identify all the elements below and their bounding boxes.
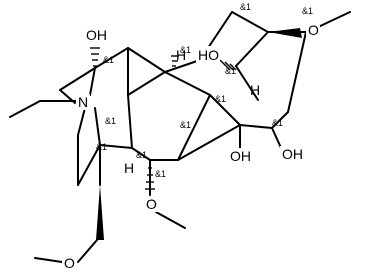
atom-label-oh: OH	[230, 148, 251, 164]
stereo-label: &1	[240, 2, 251, 12]
atom-label-o: O	[308, 22, 319, 38]
stereo-hashes	[90, 47, 237, 190]
atom-labels: OH HO H H N OH OH H O O O	[62, 22, 320, 271]
stereo-label: &1	[105, 116, 116, 126]
stereo-label: &1	[302, 6, 313, 16]
atom-label-n: N	[78, 94, 88, 110]
atom-label-o: O	[64, 255, 75, 271]
atom-label-ho: HO	[198, 47, 219, 63]
atom-label-oh: OH	[86, 27, 107, 43]
stereo-wedges	[96, 28, 302, 240]
stereo-label: &1	[225, 66, 236, 76]
stereo-label: &1	[103, 55, 114, 65]
stereo-label: &1	[272, 118, 283, 128]
atom-label-oh: OH	[282, 146, 303, 162]
stereo-label: &1	[136, 150, 147, 160]
stereo-label: &1	[155, 169, 166, 179]
atom-label-h: H	[124, 160, 134, 176]
stereo-label: &1	[180, 45, 191, 55]
stereo-descriptors: &1 &1 &1 &1 &1 &1 &1 &1 &1 &1 &1 &1	[96, 2, 313, 179]
stereo-label: &1	[215, 94, 226, 104]
atom-label-h: H	[176, 47, 186, 63]
stereo-label: &1	[180, 120, 191, 130]
atom-label-o: O	[146, 196, 157, 212]
atom-label-h: H	[250, 82, 260, 98]
stereo-label: &1	[96, 142, 107, 152]
